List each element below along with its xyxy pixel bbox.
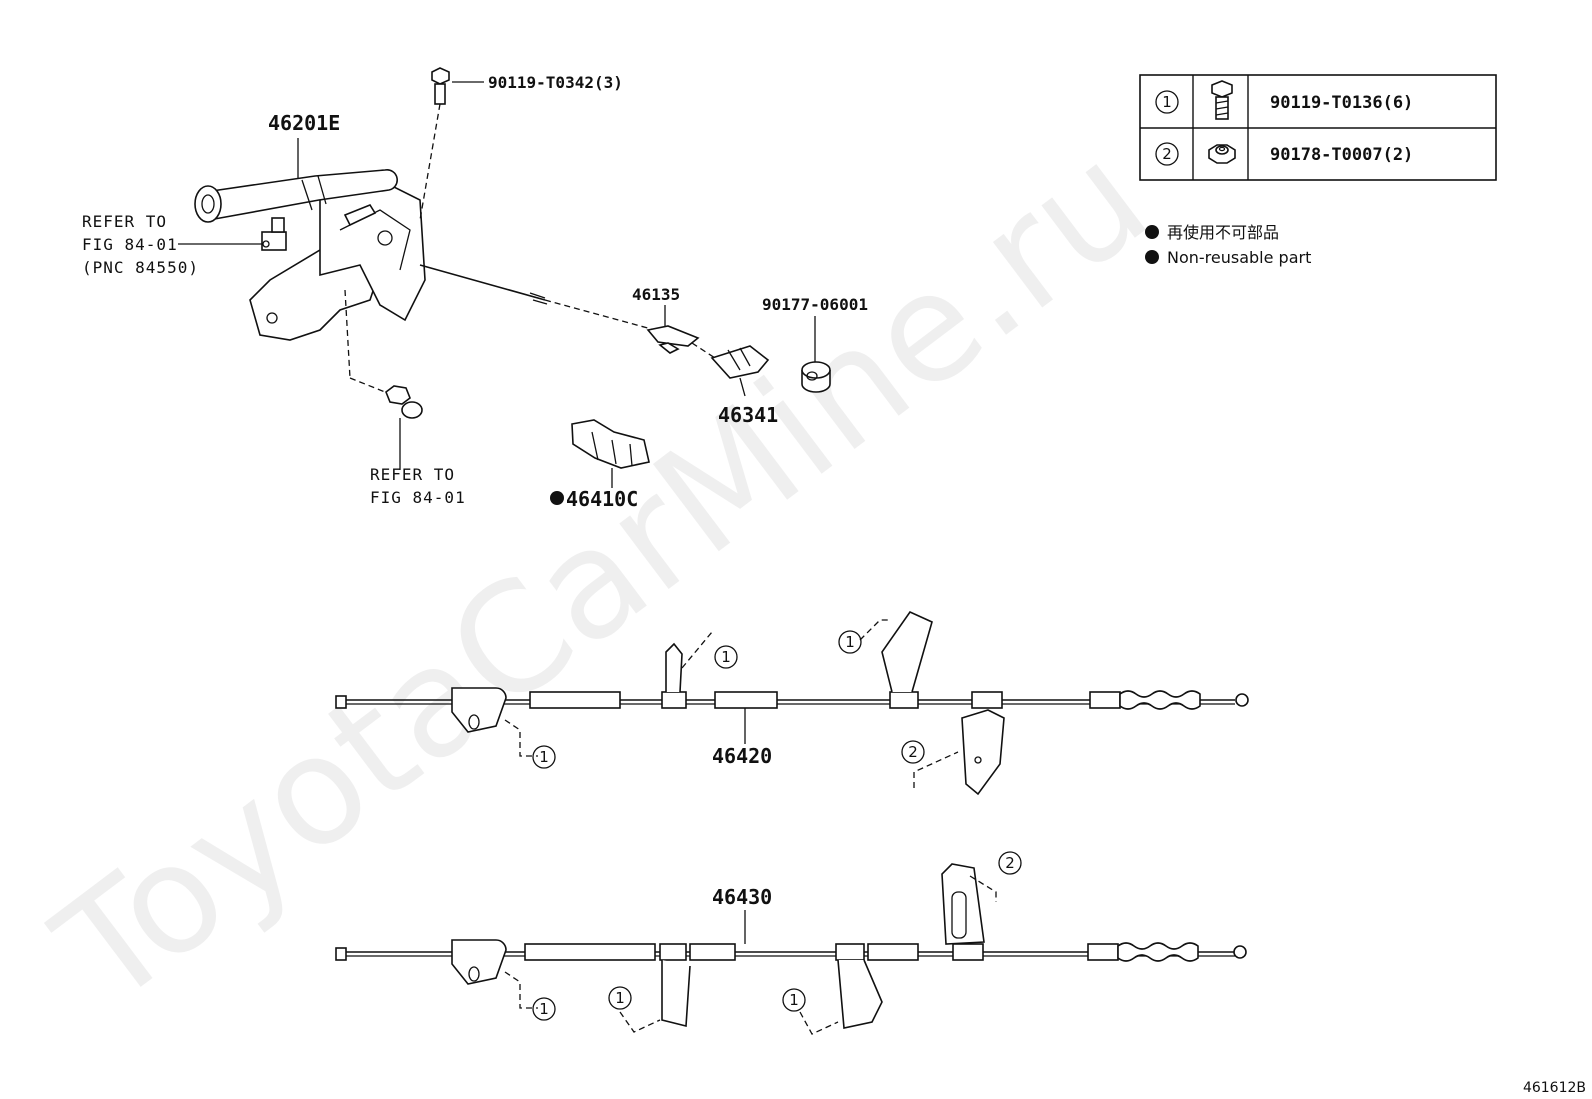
bolt-icon bbox=[1211, 80, 1233, 120]
callout-label: 2 bbox=[1005, 854, 1015, 872]
callout-circle-2 bbox=[1155, 142, 1179, 166]
callout-label: 1 bbox=[789, 991, 799, 1009]
callout-circle-1 bbox=[1155, 90, 1179, 114]
legend-part-1: 90119-T0136(6) bbox=[1270, 93, 1413, 113]
label-grommet: 90177-06001 bbox=[762, 295, 868, 314]
callout-label: 1 bbox=[721, 648, 731, 666]
ref-line3: (PNC 84550) bbox=[82, 258, 199, 277]
ref-line1: REFER TO bbox=[82, 212, 167, 231]
callout-group-46420: 1 1 1 2 bbox=[504, 619, 959, 788]
label-46420: 46420 bbox=[712, 744, 772, 768]
figure-id: 461612B bbox=[1523, 1080, 1586, 1096]
adjust-rod bbox=[419, 264, 546, 301]
legend-table: 1 90119-T0136(6) 2 90178-T0007(2) bbox=[1139, 74, 1497, 181]
ref-bolt-line2: FIG 84-01 bbox=[370, 488, 466, 507]
callout-label: 1 bbox=[539, 748, 549, 766]
non-reusable-note: 再使用不可部品 Non-reusable part bbox=[1145, 223, 1311, 267]
legend-symbol-1: 1 bbox=[1162, 93, 1172, 111]
legend-row-2: 2 90178-T0007(2) bbox=[1155, 142, 1413, 166]
lower-bolt-icon bbox=[385, 385, 423, 419]
bullet-icon bbox=[1145, 225, 1159, 239]
callout-label: 1 bbox=[539, 1000, 549, 1018]
legend-symbol-2: 2 bbox=[1162, 145, 1172, 163]
parking-brake-lever bbox=[194, 169, 548, 341]
cable-46420 bbox=[335, 610, 1249, 796]
legend-part-2: 90178-T0007(2) bbox=[1270, 145, 1413, 165]
bullet-icon bbox=[1145, 250, 1159, 264]
watermark: ToyotaCarMine.ru bbox=[26, 111, 1178, 1039]
ref-line2: FIG 84-01 bbox=[82, 235, 178, 254]
callout-label: 1 bbox=[615, 989, 625, 1007]
label-46410C: 46410C bbox=[566, 487, 638, 511]
ref-bolt-line1: REFER TO bbox=[370, 465, 455, 484]
callout-label: 1 bbox=[845, 633, 855, 651]
rod-clip bbox=[646, 325, 700, 354]
callout-label: 2 bbox=[908, 743, 918, 761]
nut-icon bbox=[1208, 144, 1236, 164]
label-lever: 46201E bbox=[268, 111, 340, 135]
label-46430: 46430 bbox=[712, 885, 772, 909]
legend-row-1: 1 90119-T0136(6) bbox=[1155, 80, 1413, 120]
note-en: Non-reusable part bbox=[1167, 248, 1311, 267]
callout-group-46430: 1 1 1 2 bbox=[504, 851, 1022, 1035]
label-top-bolt: 90119-T0342(3) bbox=[488, 73, 623, 92]
grommet-icon bbox=[801, 361, 831, 393]
cable-46430 bbox=[335, 863, 1247, 1029]
switch-part bbox=[261, 217, 287, 251]
boot-part bbox=[571, 419, 650, 469]
top-bolt-icon bbox=[431, 67, 450, 105]
note-jp: 再使用不可部品 bbox=[1167, 223, 1279, 242]
cable-bracket bbox=[710, 345, 770, 379]
label-46135: 46135 bbox=[632, 285, 680, 304]
label-46341: 46341 bbox=[718, 403, 778, 427]
non-reusable-marker bbox=[550, 491, 564, 505]
